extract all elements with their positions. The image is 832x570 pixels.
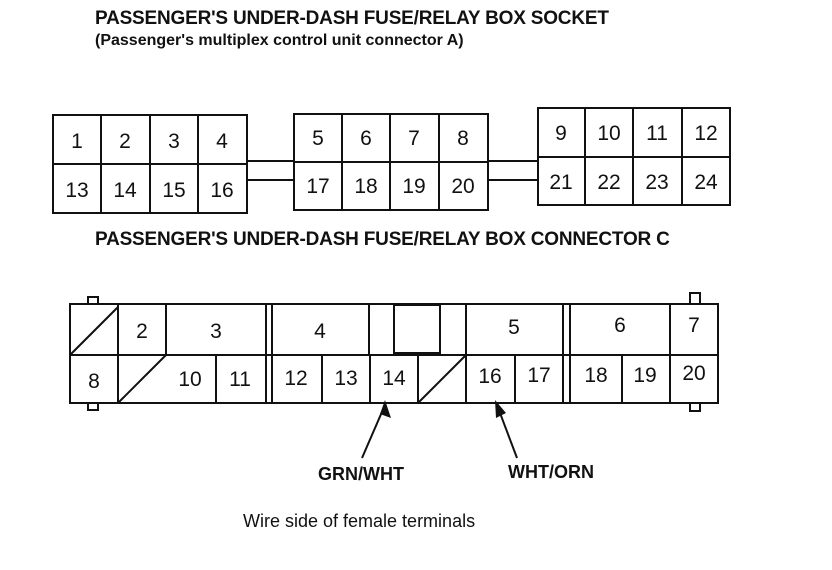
socket-pin: 12 (694, 122, 717, 145)
connector-pin: 20 (682, 362, 705, 385)
connector-pin: 18 (584, 364, 607, 387)
socket-pin: 14 (113, 179, 137, 202)
connector-title: PASSENGER'S UNDER-DASH FUSE/RELAY BOX CO… (95, 229, 670, 250)
socket-pin: 9 (555, 122, 567, 145)
connector-pin: 2 (136, 320, 148, 343)
socket-title: PASSENGER'S UNDER-DASH FUSE/RELAY BOX SO… (95, 8, 609, 29)
socket-pin: 20 (451, 175, 474, 198)
socket-pin: 18 (354, 175, 377, 198)
socket-pin: 16 (210, 179, 233, 202)
socket-pin: 1 (71, 130, 83, 153)
socket-pin: 7 (408, 127, 420, 150)
socket-pin: 24 (694, 171, 718, 194)
socket-pin: 4 (216, 130, 228, 153)
wire-label-grn-wht: GRN/WHT (318, 464, 404, 484)
socket-pin: 6 (360, 127, 372, 150)
connector-pin: 17 (527, 364, 550, 387)
connector-pin: 11 (229, 368, 251, 391)
connector-pin: 6 (614, 314, 626, 337)
socket-pin: 22 (597, 171, 620, 194)
socket-pin: 23 (645, 171, 668, 194)
socket-pin: 17 (306, 175, 329, 198)
diagram-caption: Wire side of female terminals (243, 511, 476, 531)
connector-pin: 13 (334, 367, 357, 390)
socket-pin: 15 (162, 179, 185, 202)
connector-pin: 3 (210, 320, 222, 343)
socket-subtitle: (Passenger's multiplex control unit conn… (95, 32, 464, 49)
wire-label-wht-orn: WHT/ORN (508, 462, 594, 482)
connector-pin: 7 (688, 314, 700, 337)
socket-pin: 21 (549, 171, 572, 194)
socket-pin: 13 (65, 179, 88, 202)
connector-pin: 10 (178, 368, 201, 391)
connector-pin: 5 (508, 316, 520, 339)
connector-pin: 19 (633, 364, 656, 387)
socket-pin: 8 (457, 127, 469, 150)
socket-pin: 2 (119, 130, 131, 153)
connector-pin: 4 (314, 320, 326, 343)
socket-pin: 3 (168, 130, 180, 153)
socket-pin: 11 (646, 122, 668, 145)
connector-pin: 8 (88, 370, 100, 393)
connector-pin: 14 (382, 367, 406, 390)
socket-pin: 10 (597, 122, 620, 145)
socket-pin: 19 (402, 175, 425, 198)
connector-pin: 16 (478, 365, 501, 388)
socket-pin: 5 (312, 127, 324, 150)
connector-pin: 12 (284, 367, 307, 390)
